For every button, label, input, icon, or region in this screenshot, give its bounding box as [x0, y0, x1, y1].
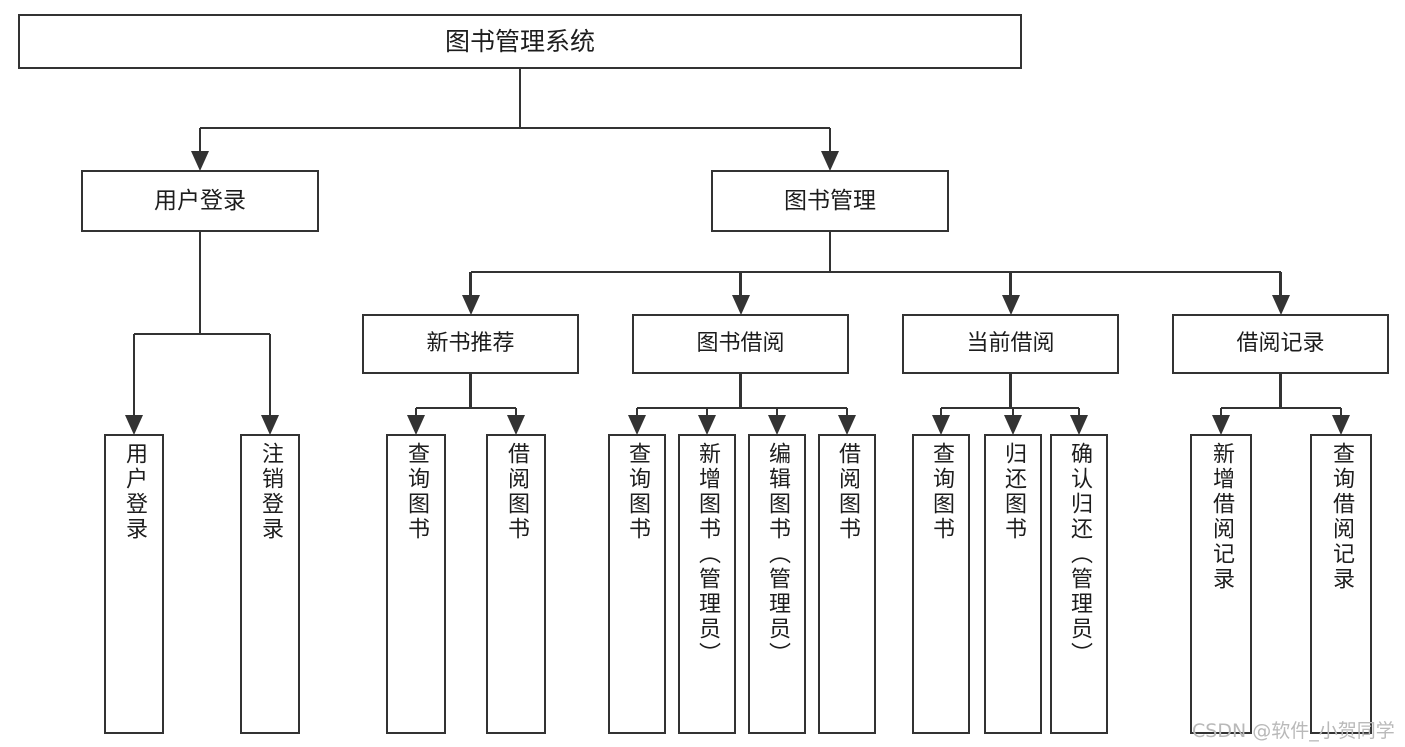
- connector-drop: [414, 408, 418, 416]
- arrowhead-icon: [838, 415, 856, 435]
- arrowhead-icon: [768, 415, 786, 435]
- connector-stem: [739, 374, 742, 408]
- connector-drop: [939, 408, 943, 416]
- node-label: 图书借阅: [696, 331, 785, 357]
- node-label: 图书管理: [784, 187, 876, 214]
- node-current-borrow[interactable]: 当前借阅: [902, 314, 1119, 374]
- connector-bus: [134, 332, 270, 336]
- node-user-login[interactable]: 用户登录: [81, 170, 319, 232]
- leaf-node[interactable]: 用户登录: [104, 434, 164, 734]
- connector-drop: [828, 128, 832, 152]
- arrowhead-icon: [1070, 415, 1088, 435]
- node-label: 借阅记录: [1236, 331, 1325, 357]
- arrowhead-icon: [821, 151, 839, 171]
- leaf-node[interactable]: 借阅图书: [818, 434, 876, 734]
- node-label: 新增图书（管理员）: [695, 442, 720, 667]
- node-label: 图书管理系统: [444, 26, 595, 56]
- node-label: 当前借阅: [966, 331, 1055, 357]
- watermark: CSDN @软件_小贺同学: [1192, 720, 1395, 742]
- connector-bus: [637, 406, 847, 410]
- connector-drop: [775, 408, 779, 416]
- connector-bus: [200, 126, 830, 130]
- leaf-node[interactable]: 查询图书: [386, 434, 446, 734]
- connector-stem: [518, 69, 522, 128]
- connector-drop: [132, 334, 136, 416]
- arrowhead-icon: [1271, 295, 1290, 315]
- connector-drop: [268, 334, 272, 416]
- node-label: 查询借阅记录: [1329, 442, 1354, 592]
- node-label: 注销登录: [258, 442, 283, 542]
- arrowhead-icon: [628, 415, 646, 435]
- arrowhead-icon: [125, 415, 143, 435]
- connector-drop: [1077, 408, 1081, 416]
- connector-drop: [1011, 408, 1015, 416]
- leaf-node[interactable]: 归还图书: [984, 434, 1042, 734]
- connector-drop: [1279, 272, 1282, 296]
- node-label: 用户登录: [154, 187, 246, 214]
- node-label: 编辑图书（管理员）: [765, 442, 790, 667]
- connector-drop: [1339, 408, 1343, 416]
- leaf-node[interactable]: 新增图书（管理员）: [678, 434, 736, 734]
- arrowhead-icon: [1332, 415, 1350, 435]
- connector-drop: [705, 408, 709, 416]
- node-label: 新增借阅记录: [1209, 442, 1234, 592]
- leaf-node[interactable]: 查询图书: [912, 434, 970, 734]
- connector-bus: [470, 270, 1281, 274]
- node-label: 新书推荐: [426, 331, 515, 357]
- arrowhead-icon: [1001, 295, 1020, 315]
- leaf-node[interactable]: 注销登录: [240, 434, 300, 734]
- connector-drop: [469, 272, 472, 296]
- arrowhead-icon: [932, 415, 950, 435]
- arrowhead-icon: [407, 415, 425, 435]
- leaf-node[interactable]: 新增借阅记录: [1190, 434, 1252, 734]
- arrowhead-icon: [507, 415, 525, 435]
- connector-bus: [416, 406, 516, 410]
- node-label: 归还图书: [1001, 442, 1026, 542]
- connector-stem: [1009, 374, 1012, 408]
- arrowhead-icon: [698, 415, 716, 435]
- node-label: 查询图书: [929, 442, 954, 542]
- node-book-management[interactable]: 图书管理: [711, 170, 949, 232]
- node-root[interactable]: 图书管理系统: [18, 14, 1022, 69]
- connector-drop: [514, 408, 518, 416]
- connector-stem: [469, 374, 472, 408]
- node-label: 查询图书: [404, 442, 429, 542]
- node-label: 用户登录: [122, 442, 147, 542]
- node-label: 借阅图书: [835, 442, 860, 542]
- connector-drop: [1219, 408, 1223, 416]
- node-label: 查询图书: [625, 442, 650, 542]
- arrowhead-icon: [191, 151, 209, 171]
- arrowhead-icon: [261, 415, 279, 435]
- connector-stem: [198, 232, 202, 334]
- connector-drop: [635, 408, 639, 416]
- connector-drop: [739, 272, 742, 296]
- node-borrow-record[interactable]: 借阅记录: [1172, 314, 1389, 374]
- connector-drop: [198, 128, 202, 152]
- connector-drop: [1009, 272, 1012, 296]
- leaf-node[interactable]: 查询图书: [608, 434, 666, 734]
- arrowhead-icon: [461, 295, 480, 315]
- connector-stem: [828, 232, 832, 272]
- arrowhead-icon: [1212, 415, 1230, 435]
- leaf-node[interactable]: 查询借阅记录: [1310, 434, 1372, 734]
- arrowhead-icon: [1004, 415, 1022, 435]
- node-new-book-recommend[interactable]: 新书推荐: [362, 314, 579, 374]
- arrowhead-icon: [731, 295, 750, 315]
- connector-bus: [1221, 406, 1341, 410]
- leaf-node[interactable]: 借阅图书: [486, 434, 546, 734]
- connector-stem: [1279, 374, 1282, 408]
- connector-drop: [845, 408, 849, 416]
- leaf-node[interactable]: 确认归还（管理员）: [1050, 434, 1108, 734]
- node-label: 借阅图书: [504, 442, 529, 542]
- node-book-borrow[interactable]: 图书借阅: [632, 314, 849, 374]
- node-label: 确认归还（管理员）: [1067, 442, 1092, 667]
- connector-bus: [941, 406, 1079, 410]
- leaf-node[interactable]: 编辑图书（管理员）: [748, 434, 806, 734]
